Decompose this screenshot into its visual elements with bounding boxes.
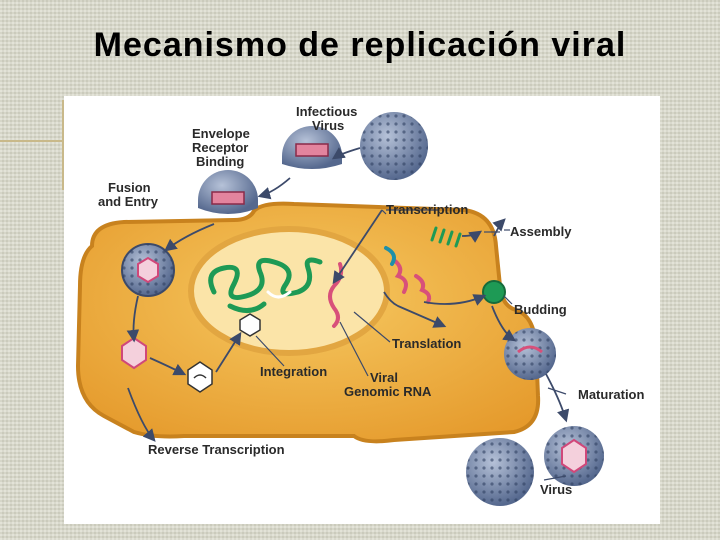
- label-reverse-transcription: Reverse Transcription: [148, 442, 285, 457]
- capsid-reverse-rna: [193, 374, 207, 379]
- label-infectious: Infectious: [296, 104, 357, 119]
- binding-capsid: [295, 143, 329, 157]
- label-infectious-2: Virus: [312, 118, 344, 133]
- label-receptor: Receptor: [192, 140, 248, 155]
- label-transcription: Transcription: [386, 202, 468, 217]
- label-virus: Virus: [540, 482, 572, 497]
- assembly-proteins: [430, 226, 462, 248]
- decorative-line: [0, 140, 64, 142]
- released-virus-texture: [466, 438, 534, 506]
- label-translation: Translation: [392, 336, 461, 351]
- label-budding: Budding: [514, 302, 567, 317]
- label-binding: Binding: [196, 154, 244, 169]
- label-viral: Viral: [370, 370, 398, 385]
- host-dna: [208, 257, 323, 300]
- diagram-svg: Infectious Virus Envelope Receptor Bindi…: [75, 104, 645, 506]
- label-envelope: Envelope: [192, 126, 250, 141]
- label-maturation: Maturation: [578, 387, 645, 402]
- capsid-nucleus: [239, 313, 261, 337]
- mrna-teal: [384, 246, 396, 266]
- viral-rna-cytoplasm: [392, 258, 432, 304]
- budding-cluster: [482, 280, 506, 304]
- host-dna-2: [227, 301, 267, 313]
- label-genomic-rna: Genomic RNA: [344, 384, 432, 399]
- fusion-capsid: [211, 191, 245, 205]
- endosome-capsid: [137, 256, 159, 284]
- process-arrows: [126, 147, 570, 442]
- label-entry: and Entry: [98, 194, 159, 209]
- label-fusion: Fusion: [108, 180, 151, 195]
- budding-virion-texture: [504, 328, 556, 380]
- label-assembly: Assembly: [510, 224, 572, 239]
- infectious-virus-texture: [360, 112, 428, 180]
- capsid-uncoating: [121, 336, 147, 370]
- viral-replication-diagram: Infectious Virus Envelope Receptor Bindi…: [64, 96, 660, 524]
- decorative-line-vertical: [62, 100, 64, 190]
- leader-lines: [255, 209, 567, 481]
- integration-arc: [266, 290, 292, 299]
- capsid-reverse: [187, 361, 213, 393]
- slide-title: Mecanismo de replicación viral: [93, 26, 627, 64]
- budding-virion-rna: [517, 345, 543, 354]
- label-integration: Integration: [260, 364, 327, 379]
- mature-capsid: [561, 438, 587, 474]
